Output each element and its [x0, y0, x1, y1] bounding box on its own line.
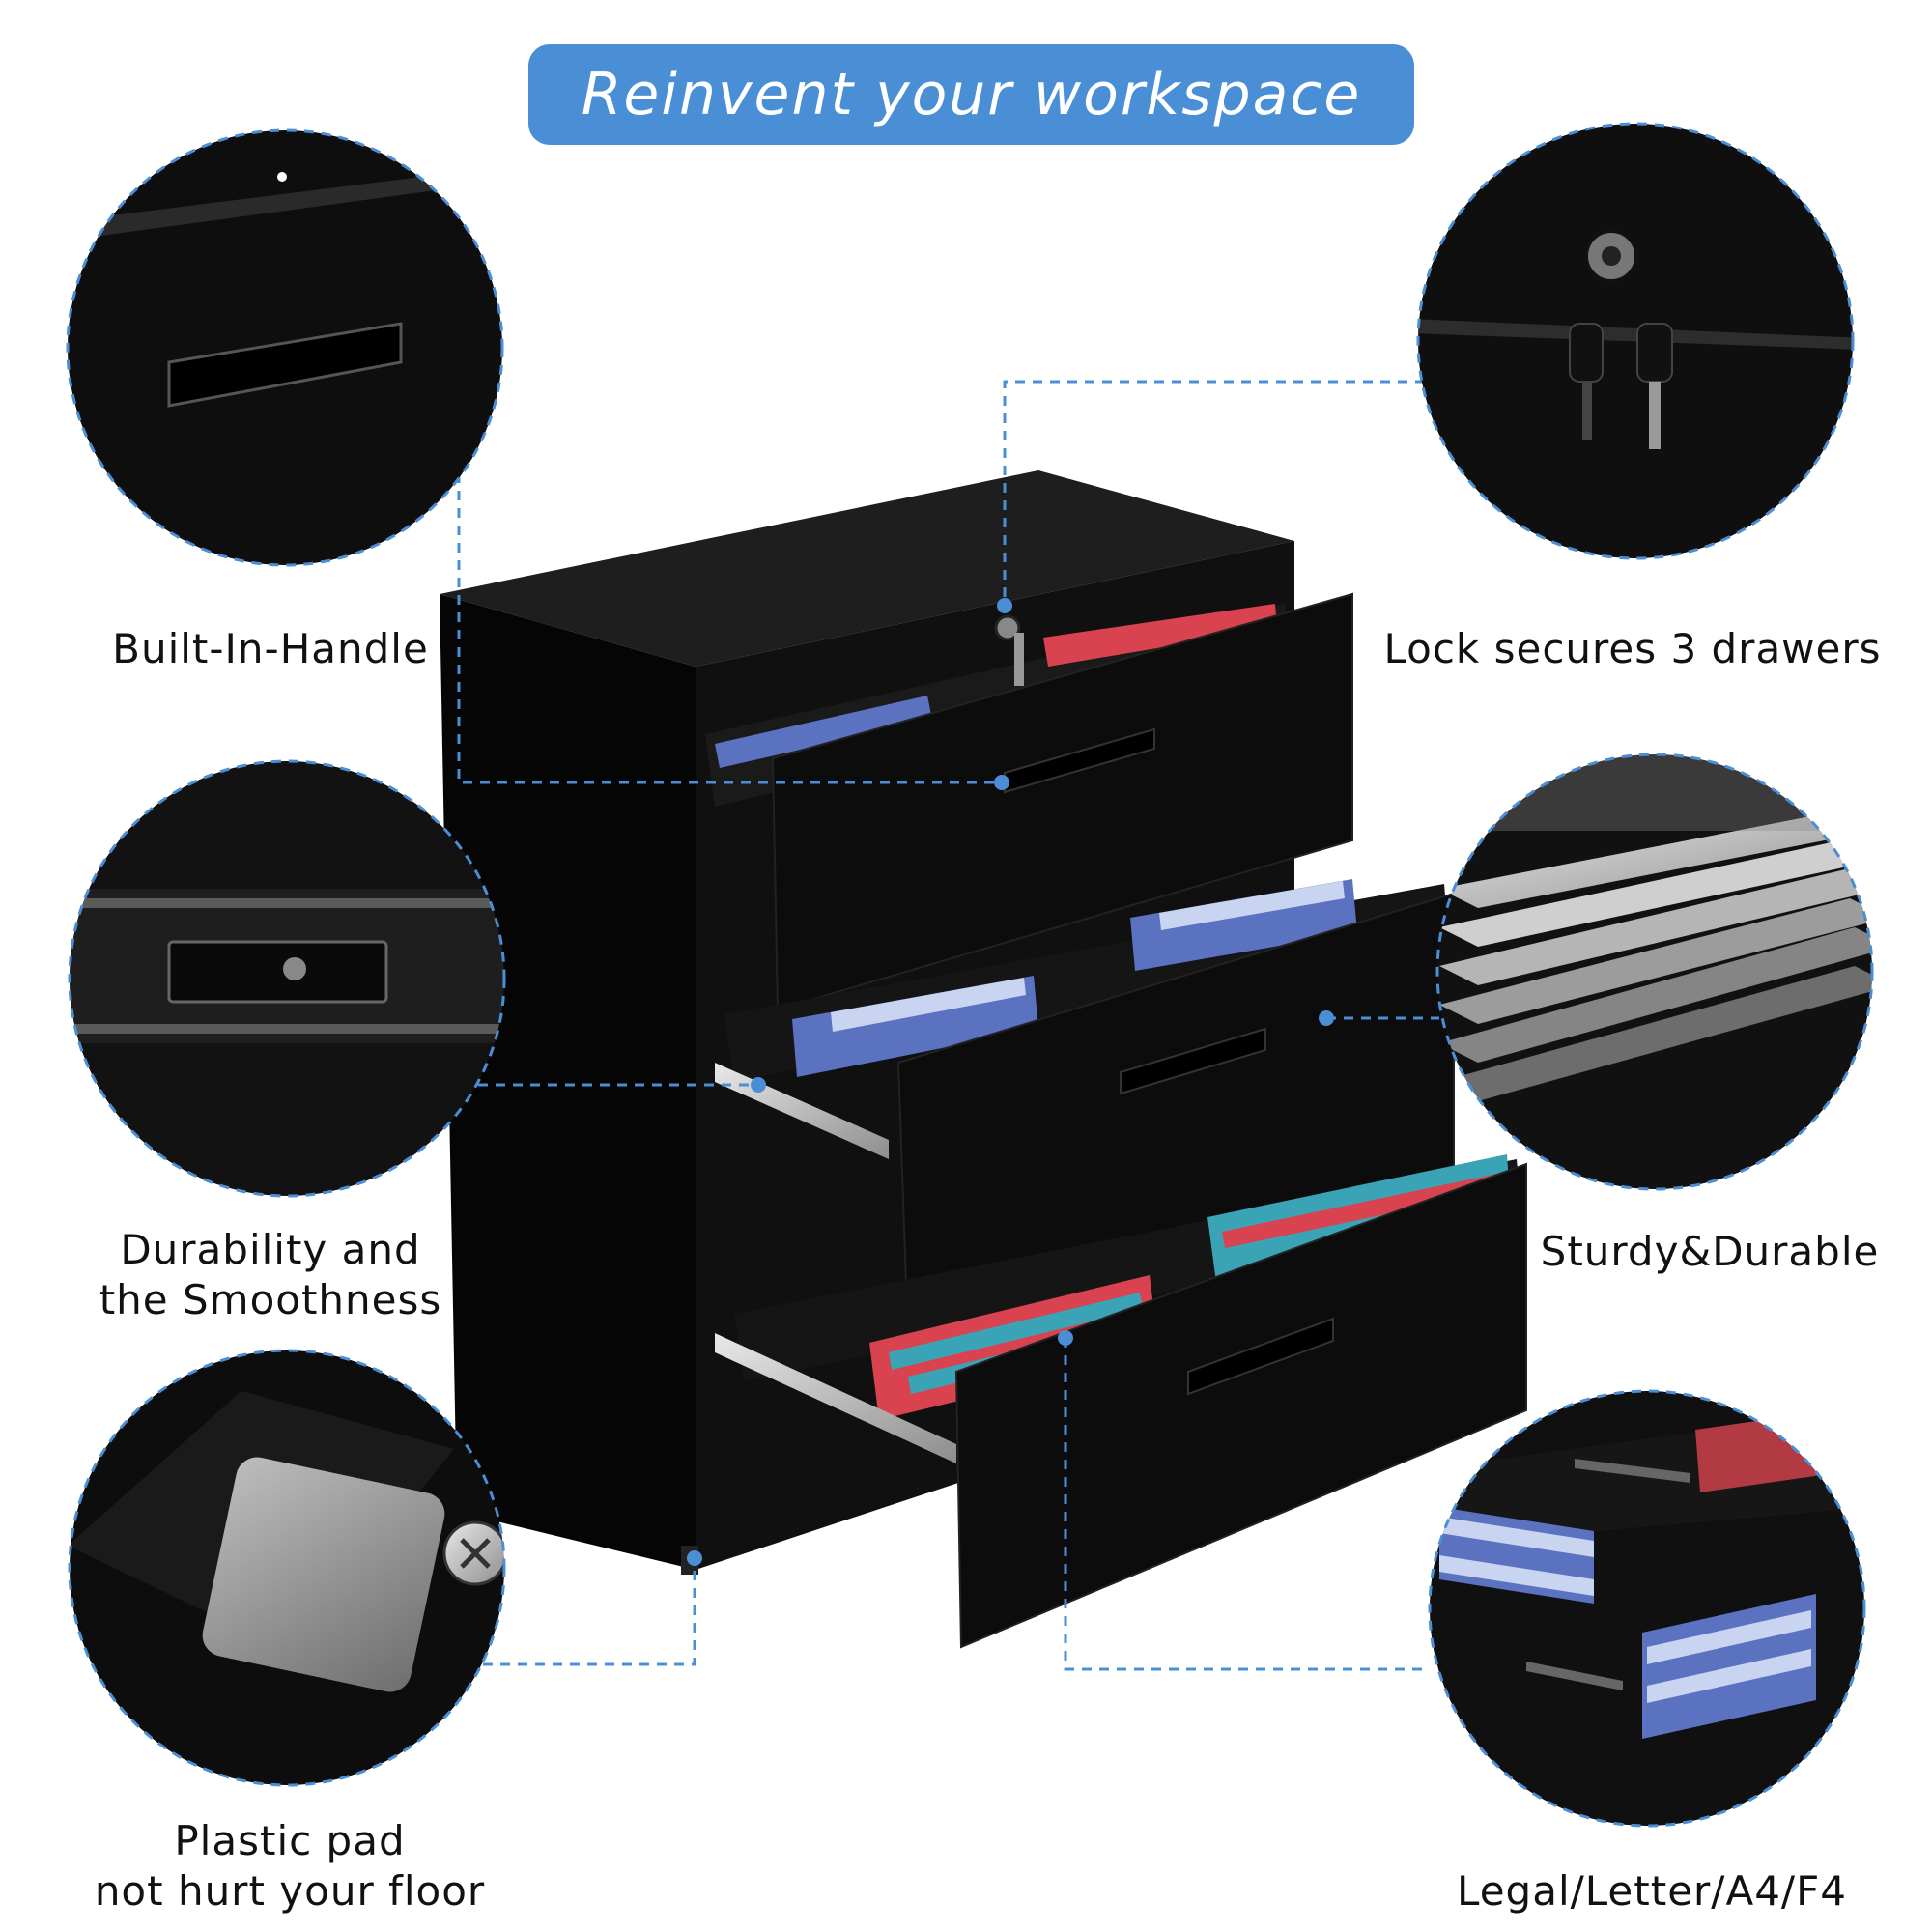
handle-icon — [167, 322, 403, 408]
detail-slide-rail — [68, 759, 506, 1198]
label-durability-line2: the Smoothness — [99, 1276, 442, 1323]
label-file-sizes: Legal/Letter/A4/F4 — [1457, 1867, 1847, 1915]
handle-icon — [1187, 1317, 1334, 1396]
steel-plate-icon — [1439, 811, 1872, 908]
top-drawer — [771, 592, 1353, 1011]
filing-cabinet — [440, 470, 1527, 1649]
detail-lock — [1416, 122, 1855, 560]
label-pad-line1: Plastic pad — [174, 1817, 406, 1864]
callout-dots — [687, 598, 1334, 1566]
key-icon — [1569, 323, 1604, 383]
bottom-drawer — [954, 1162, 1527, 1649]
key-icon — [1636, 323, 1673, 383]
handle-icon — [1120, 1027, 1266, 1095]
middle-drawer-binders — [792, 879, 1357, 1077]
label-lock-secures: Lock secures 3 drawers — [1383, 625, 1882, 672]
label-pad-line2: not hurt your floor — [94, 1867, 486, 1915]
label-plastic-pad: Plastic pad not hurt your floor — [77, 1816, 502, 1917]
detail-pad — [68, 1349, 506, 1787]
banner: Reinvent your workspace — [528, 44, 1414, 145]
slide-rail-icon — [715, 1333, 956, 1463]
top-drawer-folders — [715, 604, 1277, 768]
detail-file-sizes — [1428, 1389, 1866, 1828]
detail-steel — [1435, 753, 1874, 1191]
key-icon — [1014, 633, 1024, 686]
callout-lines — [457, 380, 1439, 1671]
label-built-in-handle: Built-In-Handle — [112, 625, 429, 672]
slide-rail-icon — [167, 940, 388, 1004]
plastic-pad-icon — [202, 1457, 445, 1692]
banner-title: Reinvent your workspace — [581, 61, 1362, 128]
lock-icon — [994, 614, 1021, 641]
label-durability-line1: Durability and — [120, 1226, 421, 1273]
label-durability: Durability and the Smoothness — [77, 1225, 464, 1325]
label-sturdy: Sturdy&Durable — [1540, 1228, 1880, 1275]
detail-handle — [66, 128, 504, 567]
